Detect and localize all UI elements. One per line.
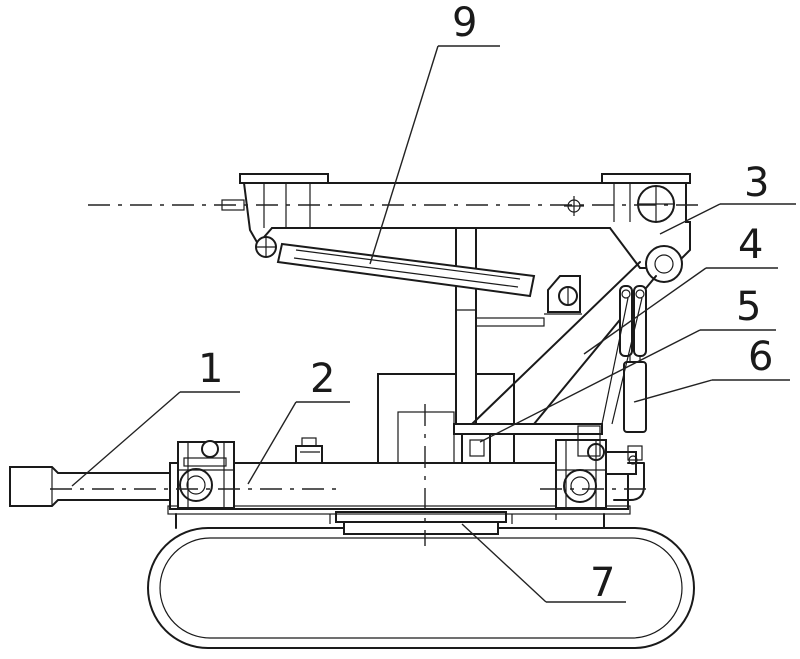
slewing-bearing xyxy=(335,511,507,535)
callout-6: 6 xyxy=(748,334,773,380)
luffing-cylinder xyxy=(276,242,581,313)
callout-2: 2 xyxy=(310,356,335,402)
telescopic-arm xyxy=(9,466,171,507)
callout-4: 4 xyxy=(738,222,763,268)
callout-3: 3 xyxy=(744,160,769,206)
callout-7: 7 xyxy=(590,560,615,606)
leader-lines xyxy=(71,45,796,603)
frame-bolts xyxy=(295,437,323,464)
callout-5: 5 xyxy=(736,284,761,330)
center-lines xyxy=(50,204,700,546)
hanger-assembly xyxy=(601,285,647,433)
chassis-frame xyxy=(167,462,631,529)
callout-labels: 1 2 3 4 5 6 7 9 xyxy=(198,0,773,606)
callout-1: 1 xyxy=(198,346,223,392)
central-column xyxy=(377,217,603,464)
left-support-bracket xyxy=(177,440,235,509)
callout-9: 9 xyxy=(452,0,477,46)
